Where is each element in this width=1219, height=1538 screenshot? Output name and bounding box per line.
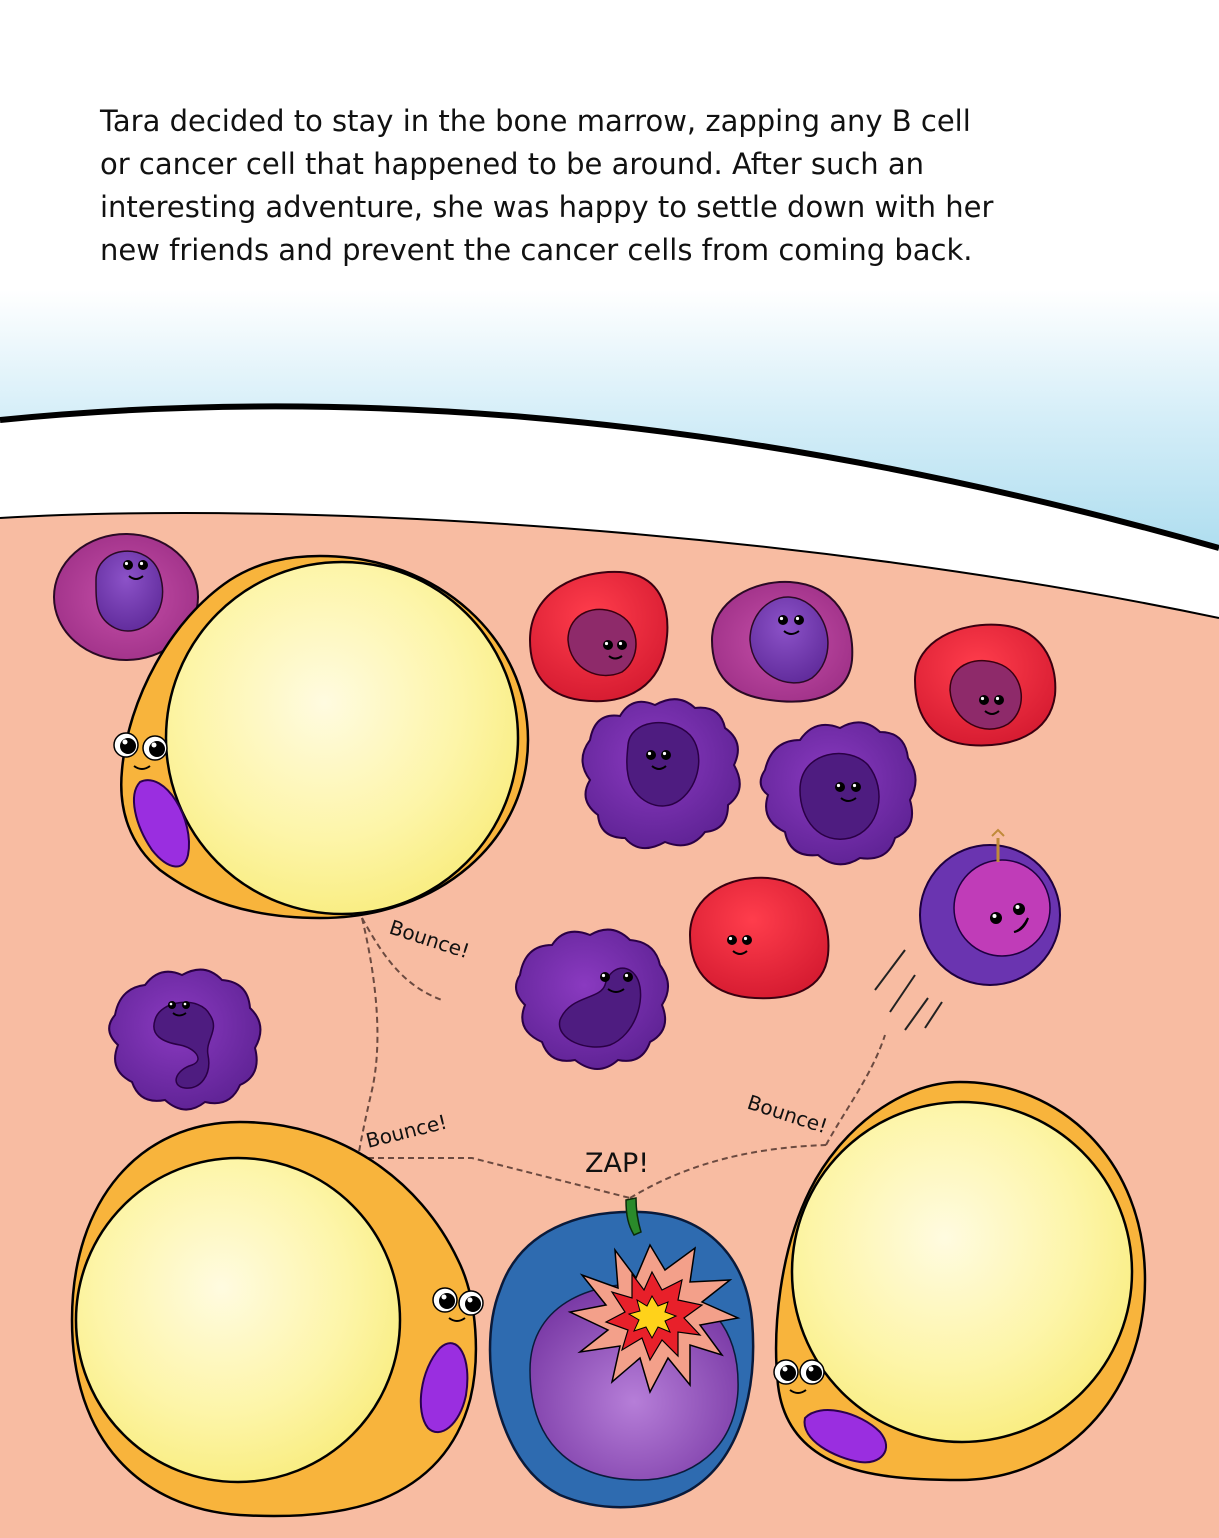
- face: [979, 695, 1004, 715]
- story-line-4: new friends and prevent the cancer cells…: [100, 233, 973, 267]
- motion-lines: [874, 949, 943, 1031]
- face: [778, 615, 804, 635]
- plasma-cell-center: [710, 580, 854, 703]
- face: [646, 750, 671, 770]
- bone-edge-top: [0, 403, 1219, 551]
- plasma-cell-top-left: [53, 533, 199, 661]
- face: [727, 935, 752, 955]
- jagged-cell-1: [581, 698, 741, 849]
- zap-explosion-icon: [567, 1243, 741, 1394]
- jagged-cell-4: [108, 968, 262, 1111]
- face: [432, 1287, 484, 1322]
- fat-cell-top-left: [113, 554, 530, 920]
- face: [113, 732, 168, 770]
- story-line-1: Tara decided to stay in the bone marrow,…: [100, 104, 971, 138]
- face: [603, 640, 627, 660]
- cancer-cell-zapped: [488, 1197, 755, 1509]
- face: [990, 903, 1029, 933]
- tara-bouncing-cell: [874, 828, 1061, 1031]
- face: [168, 1001, 190, 1017]
- red-cell-nucleated-2: [913, 623, 1057, 747]
- face: [773, 1359, 825, 1394]
- red-blood-cell: [688, 876, 830, 1000]
- face: [600, 972, 633, 993]
- red-cell-nucleated-1: [528, 570, 669, 703]
- story-line-3: interesting adventure, she was happy to …: [100, 190, 994, 224]
- story-text: Tara decided to stay in the bone marrow,…: [100, 100, 1140, 272]
- jagged-cell-2: [759, 721, 917, 866]
- marrow-edge: [0, 512, 1219, 619]
- fat-cell-bottom-right: [773, 1080, 1147, 1482]
- story-line-2: or cancer cell that happened to be aroun…: [100, 147, 925, 181]
- bounce-paths: [357, 917, 886, 1199]
- face: [835, 782, 861, 802]
- face: [123, 560, 148, 580]
- jagged-cell-3: [515, 928, 669, 1070]
- fat-cell-bottom-left: [70, 1120, 484, 1518]
- zap-label: ZAP!: [585, 1148, 649, 1179]
